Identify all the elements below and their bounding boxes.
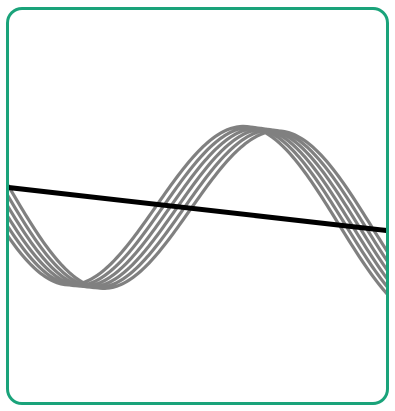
figure-frame	[6, 7, 389, 405]
helix-strands	[9, 126, 386, 302]
helix-diagram	[9, 10, 386, 402]
